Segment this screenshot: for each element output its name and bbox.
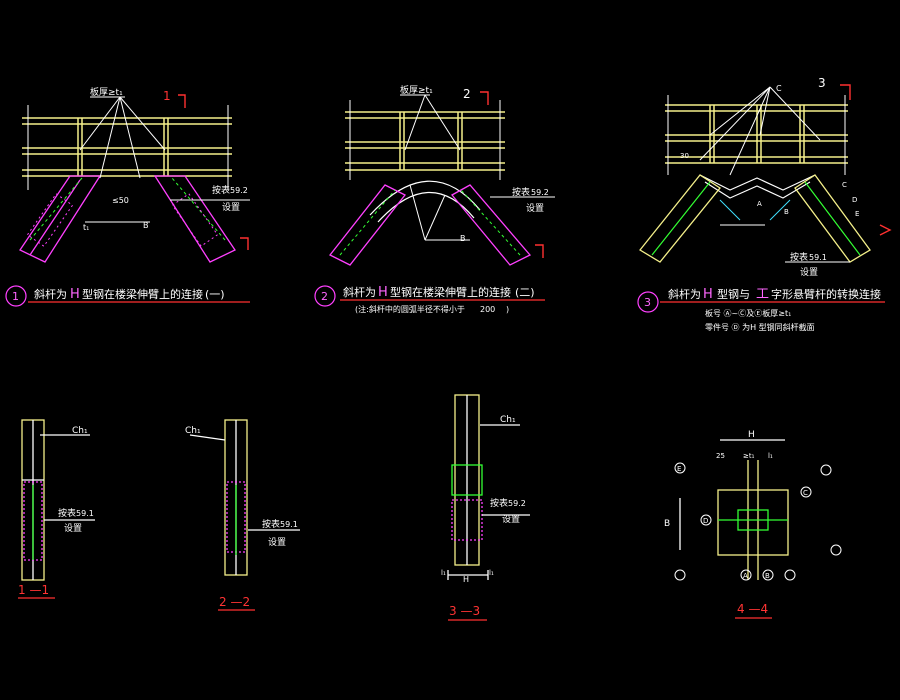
section-4-dim-t: ≥t₁ [743,452,755,460]
section-4-mark-e: E [677,465,681,473]
section-2-table-set: 设置 [268,537,286,548]
detail-3-mark-c2: C [842,181,847,189]
detail-3-mark-a: A [757,200,762,208]
detail-3-title-prefix: 斜杆为 [668,287,701,301]
detail-2-subnote-prefix: (注:斜杆中的圆弧半径不得小于 [355,304,465,314]
detail-1 [19,94,250,263]
section-1-label: 1 —1 [18,583,49,597]
detail-3-line2: 板号 Ⓐ~Ⓒ及Ⓔ板厚≥t₁ [705,308,791,318]
section-3-label: 3 —3 [449,604,480,618]
detail-3-title-suffix: 字形悬臂杆的转换连接 [771,287,881,301]
detail-2-number: 2 [321,290,328,303]
detail-3-number: 3 [644,296,651,309]
section-4-mark-b: B [765,572,770,580]
detail-3-title-mid: 型钢与 [717,287,750,301]
detail-3-line3: 零件号 Ⓓ 为H 型钢同斜杆截面 [705,322,815,332]
section-3-3 [447,394,530,621]
detail-3-cut-mark: 3 [818,76,826,90]
section-3-table-number: 59.2 [508,499,526,508]
detail-3-table-set: 设置 [800,267,818,278]
detail-1-cut-mark: 1 [163,89,171,103]
detail-1-table-set: 设置 [222,202,240,213]
detail-3-mark-d: D [852,196,857,204]
detail-3-dim: 30 [680,152,689,160]
section-4-dim-25: 25 [716,452,725,460]
detail-2-title-suffix: 型钢在楼梁伸臂上的连接 [390,285,511,299]
detail-2-subnote-suffix: ) [506,305,509,314]
section-4-mark-d: D [703,517,708,525]
section-1-1 [18,419,95,599]
section-2-2 [189,419,300,611]
detail-2-table-number: 59.2 [531,188,549,197]
detail-2-table-set: 设置 [526,203,544,214]
detail-3-mark-c: C [776,84,782,93]
detail-3 [639,84,892,263]
detail-2-plate-note: 板厚≥t₁ [400,84,433,96]
section-4-dim-b: B [664,519,670,529]
detail-2-title-tag: (二) [515,286,535,299]
section-4-label: 4 —4 [737,602,768,616]
section-1-table-number: 59.1 [76,509,94,518]
detail-3-title-i: 工 [756,287,769,302]
detail-3-table-note: 按表 [790,251,808,263]
detail-1-title-prefix: 斜杆为 [34,287,67,301]
detail-2 [328,91,555,266]
section-1-table-set: 设置 [64,523,82,534]
section-4-mark-a: A [743,572,748,580]
detail-2-mark: B [460,234,466,243]
section-4-dim-l: l₁ [768,452,773,460]
detail-1-dim: ≤50 [112,196,129,205]
section-2-table-number: 59.1 [280,520,298,529]
detail-3-table-number: 59.1 [809,253,827,262]
detail-1-table-number: 59.2 [230,186,248,195]
section-1-table-note: 按表 [58,507,76,519]
section-2-weld: Ch₁ [185,426,201,436]
section-3-table-set: 设置 [502,514,520,525]
detail-1-title-h: H [70,287,80,302]
detail-3-mark-e: E [855,210,859,218]
detail-1-title-tag: (一) [205,288,225,301]
detail-1-table-note: 按表 [212,184,230,196]
detail-2-cut-mark: 2 [463,87,471,101]
detail-1-mark: B [143,221,149,230]
detail-3-mark-b: B [784,208,789,216]
detail-1-number: 1 [12,290,19,303]
detail-1-t: t₁ [83,223,89,232]
section-3-weld: Ch₁ [500,415,516,425]
detail-2-title-prefix: 斜杆为 [343,285,376,299]
section-3-dim-l: l₁ [441,569,446,577]
detail-3-title-h: H [703,287,713,302]
section-2-label: 2 —2 [219,595,250,609]
section-3-dim-r: l₁ [489,569,494,577]
detail-2-title-h: H [378,285,388,300]
detail-1-plate-note: 板厚≥t₁ [90,86,123,98]
section-4-4 [674,439,842,619]
section-3-table-note: 按表 [490,497,508,509]
detail-2-table-note: 按表 [512,186,530,198]
detail-2-subnote-value: 200 [480,305,495,314]
section-4-dim-h: H [748,430,755,440]
section-4-mark-c: C [803,489,808,497]
section-1-weld: Ch₁ [72,426,88,436]
detail-1-title-suffix: 型钢在楼梁伸臂上的连接 [82,287,203,301]
section-2-table-note: 按表 [262,518,280,530]
section-3-dim-h: H [463,575,469,584]
